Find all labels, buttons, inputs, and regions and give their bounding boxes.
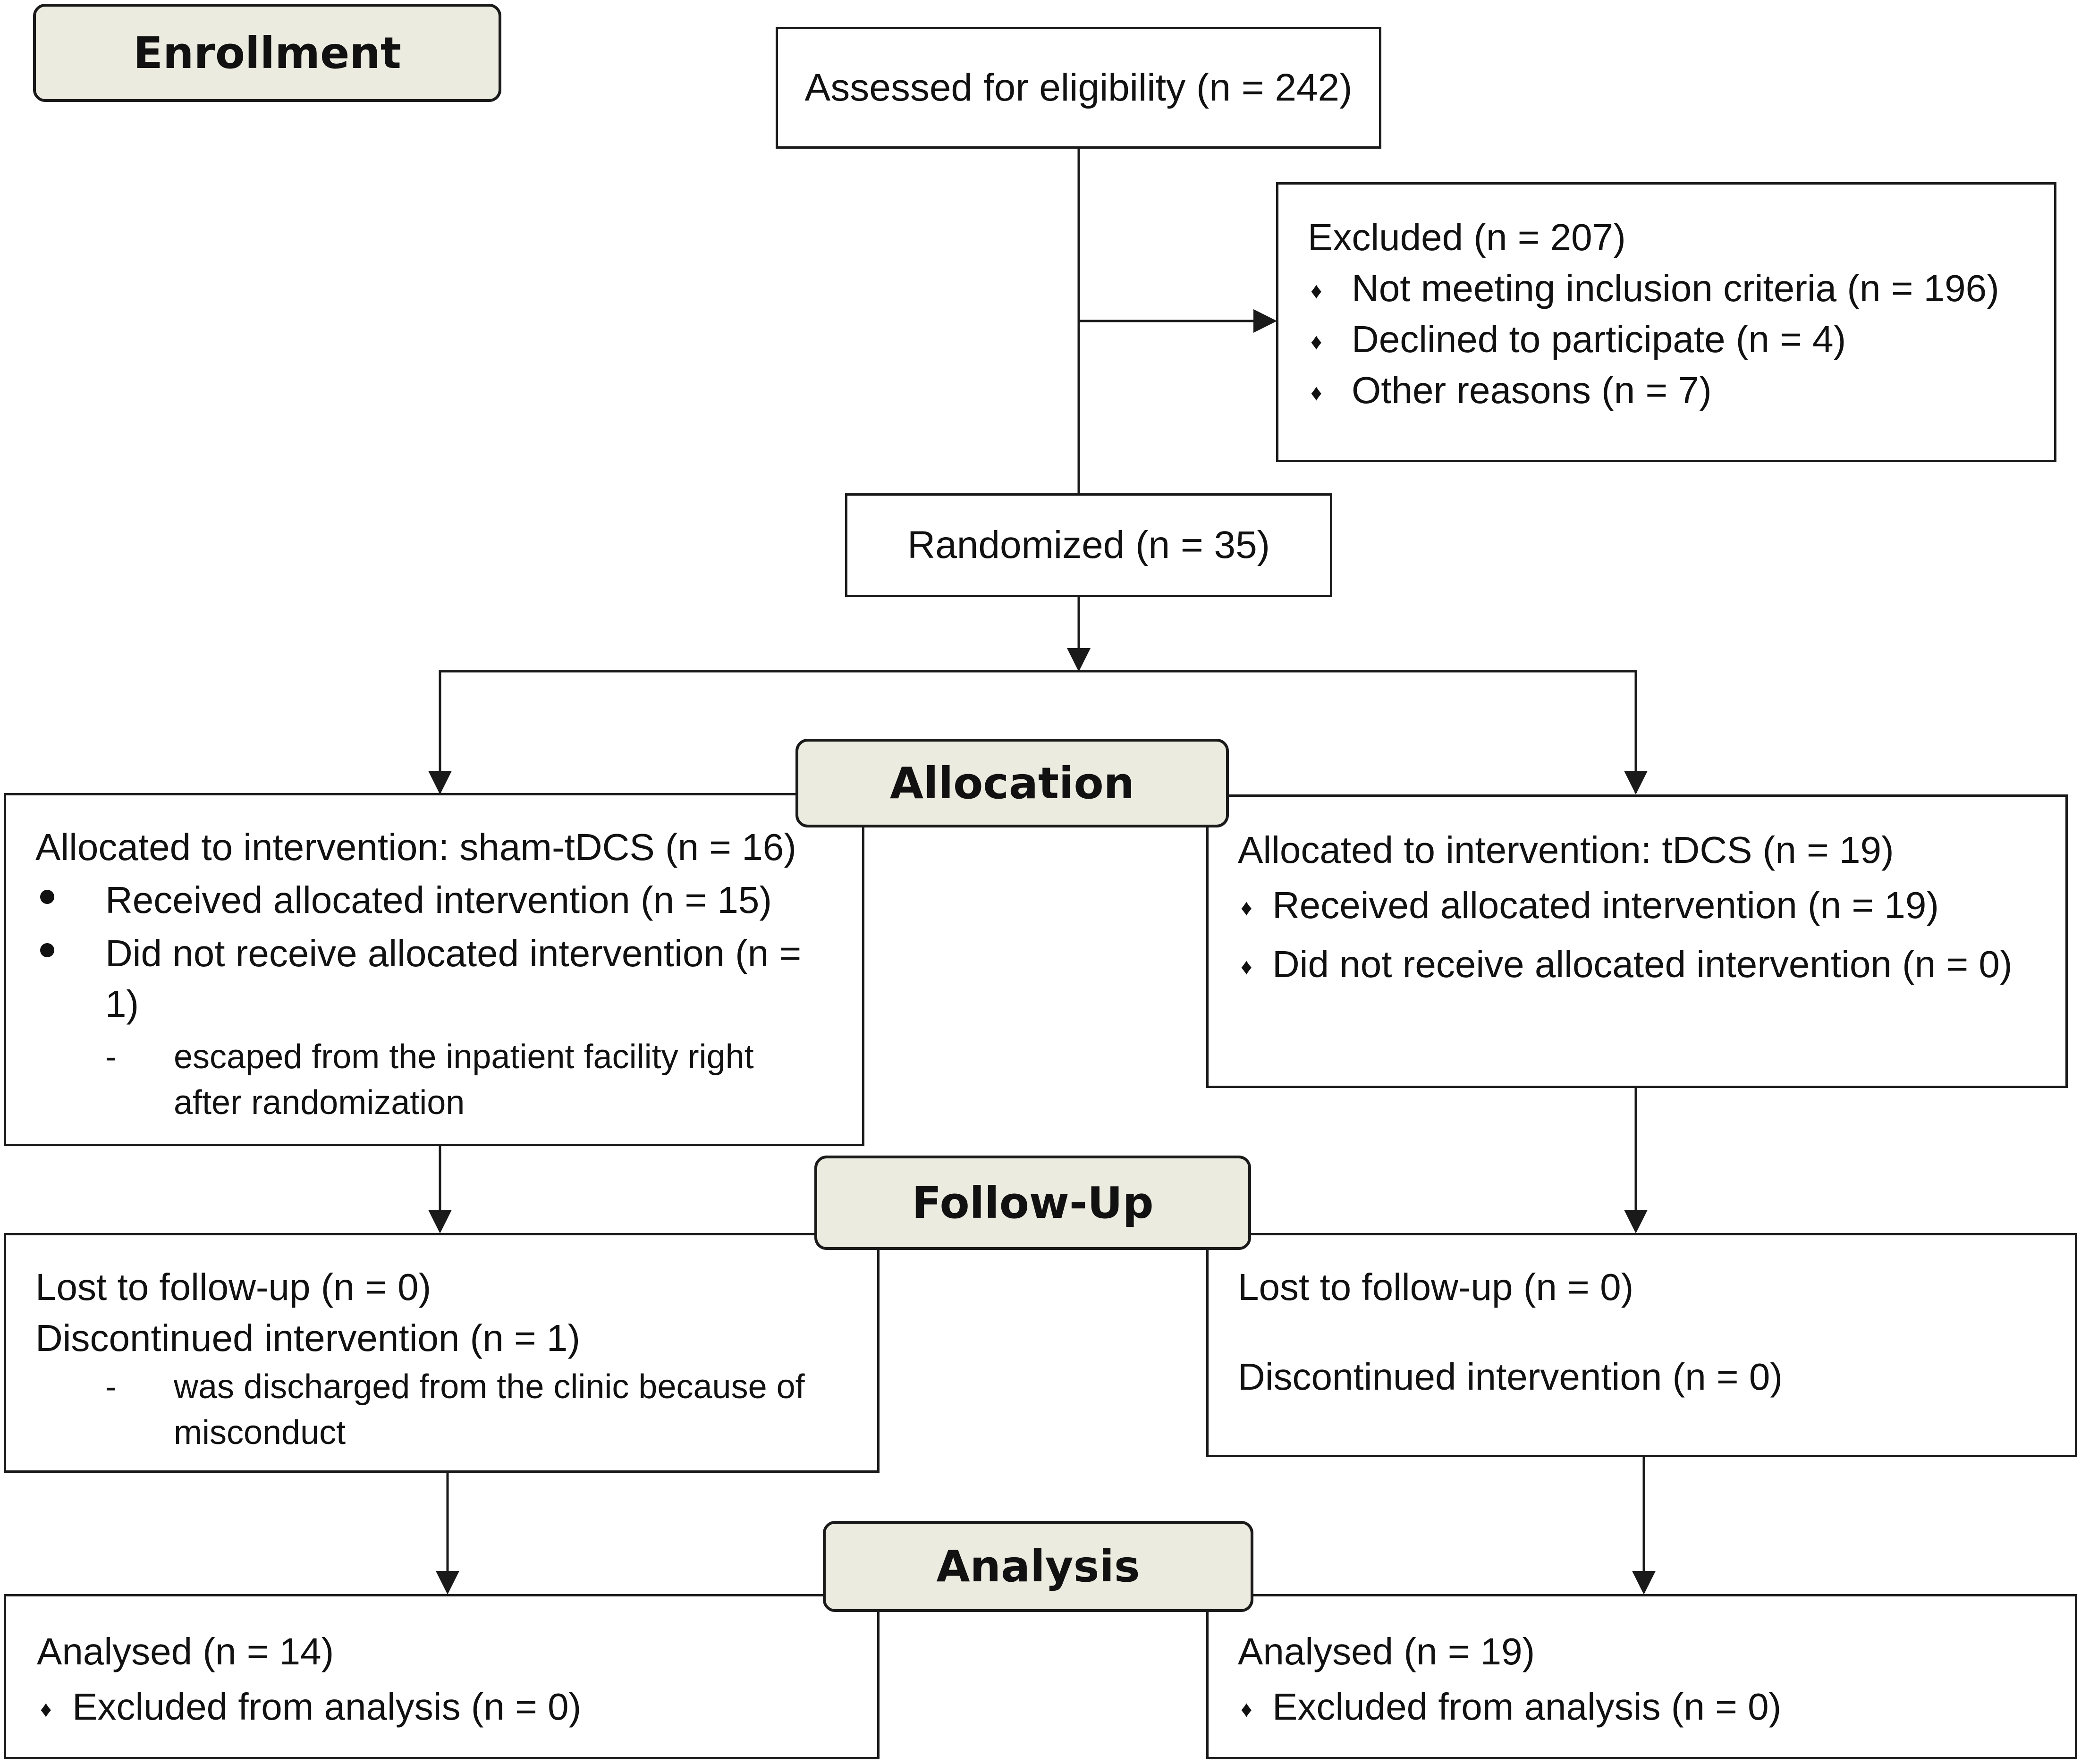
right-followup-discontinued: Discontinued intervention (n = 0) [1238, 1356, 1783, 1398]
stage-followup: Follow-Up [814, 1156, 1251, 1250]
stage-allocation-label: Allocation [889, 758, 1135, 809]
excluded-box: Excluded (n = 207) ♦ Not meeting inclusi… [1276, 182, 2056, 462]
bullet-dot-icon [40, 943, 54, 957]
left-allocation-note: escaped from the inpatient facility righ… [174, 1038, 754, 1076]
left-allocation-title: Allocated to intervention: sham-tDCS (n … [35, 826, 796, 868]
stage-analysis-label: Analysis [936, 1541, 1140, 1592]
stage-enrollment-label: Enrollment [133, 27, 401, 78]
split-connector [439, 670, 1637, 793]
right-allocation-box: Allocated to intervention: tDCS (n = 19)… [1206, 794, 2068, 1088]
excluded-item: Not meeting inclusion criteria (n = 196) [1352, 267, 1999, 309]
left-followup-discontinued: Discontinued intervention (n = 1) [35, 1317, 580, 1359]
left-followup-lost: Lost to follow-up (n = 0) [35, 1266, 431, 1308]
diamond-bullet-icon: ♦ [1241, 895, 1252, 920]
diamond-bullet-icon: ♦ [1311, 380, 1322, 405]
left-allocation-box: Allocated to intervention: sham-tDCS (n … [4, 793, 864, 1146]
diamond-bullet-icon: ♦ [1241, 1697, 1252, 1722]
left-analysis-box: Analysed (n = 14) ♦ Excluded from analys… [4, 1594, 880, 1759]
left-followup-box: Lost to follow-up (n = 0) Discontinued i… [4, 1233, 880, 1473]
randomized-box: Randomized (n = 35) [845, 493, 1332, 597]
right-analysis-excluded: Excluded from analysis (n = 0) [1272, 1686, 1782, 1728]
right-followup-lost: Lost to follow-up (n = 0) [1238, 1266, 1634, 1308]
randomized-text: Randomized (n = 35) [907, 523, 1270, 566]
assessed-box: Assessed for eligibility (n = 242) [776, 27, 1381, 149]
right-analysis-analysed: Analysed (n = 19) [1238, 1630, 1535, 1672]
bullet-dot-icon [40, 890, 54, 904]
stage-followup-label: Follow-Up [912, 1177, 1154, 1228]
stage-analysis: Analysis [823, 1521, 1253, 1612]
dash-marker: - [105, 1038, 117, 1076]
excluded-item: Other reasons (n = 7) [1352, 369, 1712, 411]
right-allocation-item: Received allocated intervention (n = 19) [1272, 884, 1939, 926]
assessed-text: Assessed for eligibility (n = 242) [804, 66, 1353, 109]
right-allocation-item: Did not receive allocated intervention (… [1272, 943, 2013, 985]
excluded-item: Declined to participate (n = 4) [1352, 318, 1846, 360]
diamond-bullet-icon: ♦ [40, 1697, 52, 1722]
right-followup-box: Lost to follow-up (n = 0) Discontinued i… [1206, 1233, 2077, 1457]
left-followup-note-continued: misconduct [174, 1414, 346, 1452]
left-allocation-item-continued: 1) [105, 983, 139, 1025]
excluded-title: Excluded (n = 207) [1308, 216, 1626, 258]
left-allocation-note-continued: after randomization [174, 1084, 465, 1122]
diamond-bullet-icon: ♦ [1311, 279, 1322, 304]
diamond-bullet-icon: ♦ [1311, 329, 1322, 354]
left-analysis-analysed: Analysed (n = 14) [37, 1630, 334, 1672]
left-followup-note: was discharged from the clinic because o… [174, 1368, 805, 1406]
right-allocation-title: Allocated to intervention: tDCS (n = 19) [1238, 829, 1894, 871]
left-analysis-excluded: Excluded from analysis (n = 0) [72, 1686, 582, 1728]
stage-allocation: Allocation [795, 739, 1229, 827]
dash-marker: - [105, 1368, 117, 1406]
left-allocation-item: Received allocated intervention (n = 15) [105, 879, 772, 921]
stage-enrollment: Enrollment [33, 4, 501, 102]
right-analysis-box: Analysed (n = 19) ♦ Excluded from analys… [1206, 1594, 2077, 1759]
left-allocation-item: Did not receive allocated intervention (… [105, 932, 802, 974]
diamond-bullet-icon: ♦ [1241, 954, 1252, 979]
